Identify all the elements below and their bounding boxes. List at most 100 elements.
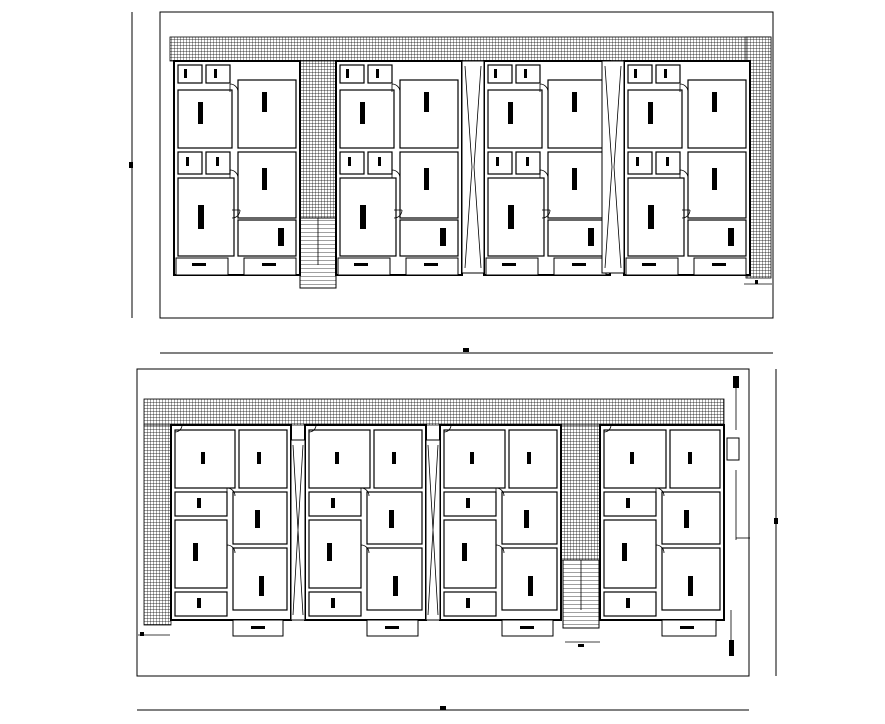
furniture-block — [376, 69, 379, 78]
balcony — [243, 257, 297, 276]
furniture-block — [572, 263, 586, 266]
balcony — [625, 257, 679, 276]
door-swing — [655, 544, 665, 554]
furniture-block — [470, 452, 474, 464]
bath-room — [177, 64, 203, 84]
furniture-block — [378, 157, 381, 166]
bedroom — [603, 519, 657, 589]
furniture-block — [466, 598, 470, 608]
wc-room — [367, 64, 393, 84]
furniture-block — [259, 576, 264, 596]
furniture-block — [257, 452, 261, 464]
furniture-block — [588, 228, 594, 246]
lower-dimension-vertical-mark — [774, 518, 778, 524]
apartment-unit — [173, 60, 301, 276]
kitchen — [687, 219, 747, 257]
furniture-block — [712, 263, 726, 266]
bath-room — [339, 64, 365, 84]
furniture-block — [440, 228, 446, 246]
bedroom — [339, 177, 397, 257]
furniture-block — [197, 598, 201, 608]
furniture-block — [508, 102, 513, 124]
apartment-unit — [483, 60, 611, 276]
furniture-block — [520, 626, 534, 629]
furniture-block — [712, 168, 717, 190]
balcony — [553, 257, 607, 276]
door-swing — [229, 169, 239, 179]
furniture-block — [331, 598, 335, 608]
toilet-room — [177, 151, 203, 175]
wc-room — [515, 64, 541, 84]
bedroom — [508, 429, 558, 489]
lower-sheet-border — [136, 368, 750, 677]
furniture-block — [192, 263, 206, 266]
upper-paving-top — [169, 36, 772, 62]
bedroom — [174, 519, 228, 589]
upper-plan — [129, 11, 774, 354]
furniture-block — [626, 598, 630, 608]
furniture-block — [389, 510, 394, 528]
furniture-block — [630, 452, 634, 464]
furniture-block — [424, 92, 429, 112]
apartment-unit — [439, 424, 562, 637]
furniture-block — [360, 205, 366, 229]
door-swing — [681, 209, 691, 219]
wc-room — [205, 64, 231, 84]
bedroom — [443, 429, 506, 489]
bedroom — [232, 547, 288, 611]
furniture-block — [688, 452, 692, 464]
door-swing — [655, 487, 665, 497]
furniture-block — [278, 228, 284, 246]
door-swing — [393, 209, 403, 219]
balcony — [485, 257, 539, 276]
furniture-block — [642, 263, 656, 266]
furniture-block — [728, 228, 734, 246]
bedroom — [669, 429, 721, 489]
door-swing — [443, 424, 452, 433]
kitchen — [547, 219, 607, 257]
lower-dimension-horizontal-mark — [440, 706, 446, 710]
bedroom — [237, 79, 297, 149]
furniture-block — [335, 452, 339, 464]
furniture-block — [572, 168, 577, 190]
furniture-block — [622, 543, 627, 561]
furniture-block — [385, 626, 399, 629]
apartment-unit — [304, 424, 427, 637]
furniture-block — [648, 205, 654, 229]
lower-paving-stair-core — [560, 424, 601, 561]
upper-shafts — [461, 60, 625, 274]
bedroom — [308, 519, 362, 589]
door-swing — [539, 169, 549, 179]
furniture-block — [262, 263, 276, 266]
kitchen — [237, 219, 297, 257]
lower-shafts — [290, 439, 441, 621]
furniture-block — [327, 543, 332, 561]
bedroom — [487, 177, 545, 257]
furniture-block — [214, 69, 217, 78]
door-swing — [231, 209, 241, 219]
furniture-block — [572, 92, 577, 112]
upper-sheet-border — [159, 11, 774, 319]
balcony — [405, 257, 459, 276]
lower-plan — [136, 368, 778, 711]
furniture-block — [634, 69, 637, 78]
bedroom — [443, 519, 497, 589]
furniture-block — [186, 157, 189, 166]
upper-dimension-horizontal-mark — [463, 348, 469, 352]
door-swing — [226, 487, 236, 497]
living-room — [501, 491, 558, 545]
furniture-block — [524, 69, 527, 78]
bedroom — [308, 429, 371, 489]
furniture-block — [197, 498, 201, 508]
bedroom — [547, 79, 607, 149]
apartment-unit — [170, 424, 292, 637]
bedroom — [238, 429, 288, 489]
furniture-block — [193, 543, 198, 561]
lower-units — [170, 424, 725, 637]
furniture-block — [666, 157, 669, 166]
furniture-block — [688, 576, 693, 596]
door-swing — [495, 487, 505, 497]
furniture-block — [684, 510, 689, 528]
door-swing — [360, 544, 370, 554]
